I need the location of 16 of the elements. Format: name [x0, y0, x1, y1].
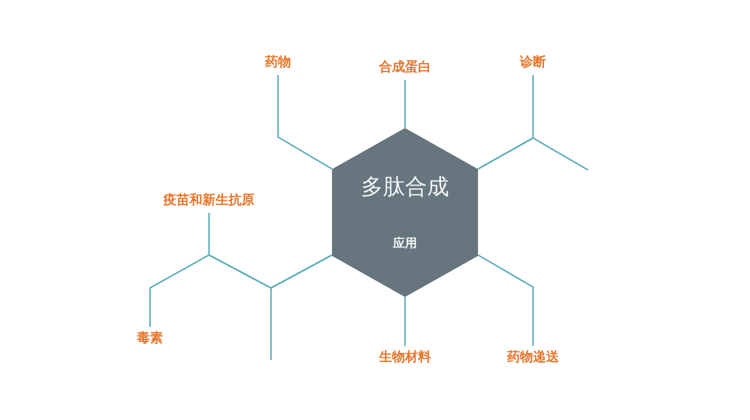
- connector-line: [270, 254, 332, 360]
- connector-line: [478, 137, 588, 171]
- branch-label: 诊断: [518, 51, 548, 75]
- branch-label: 合成蛋白: [377, 56, 433, 80]
- hexagon-title: 多肽合成: [361, 174, 449, 202]
- connector-line: [404, 297, 406, 346]
- hexagon-subtitle: 应用: [393, 235, 417, 252]
- hexagon-node: [332, 128, 478, 297]
- branch-label: 疫苗和新生抗原: [162, 189, 256, 213]
- branch-label: 毒素: [135, 327, 165, 351]
- branch-label: 药物递送: [505, 346, 561, 370]
- branch-label: 药物: [263, 51, 293, 75]
- connector-line: [404, 80, 406, 128]
- branch-label: 生物材料: [377, 346, 433, 370]
- connector-line: [478, 254, 534, 346]
- connector-line: [277, 75, 332, 170]
